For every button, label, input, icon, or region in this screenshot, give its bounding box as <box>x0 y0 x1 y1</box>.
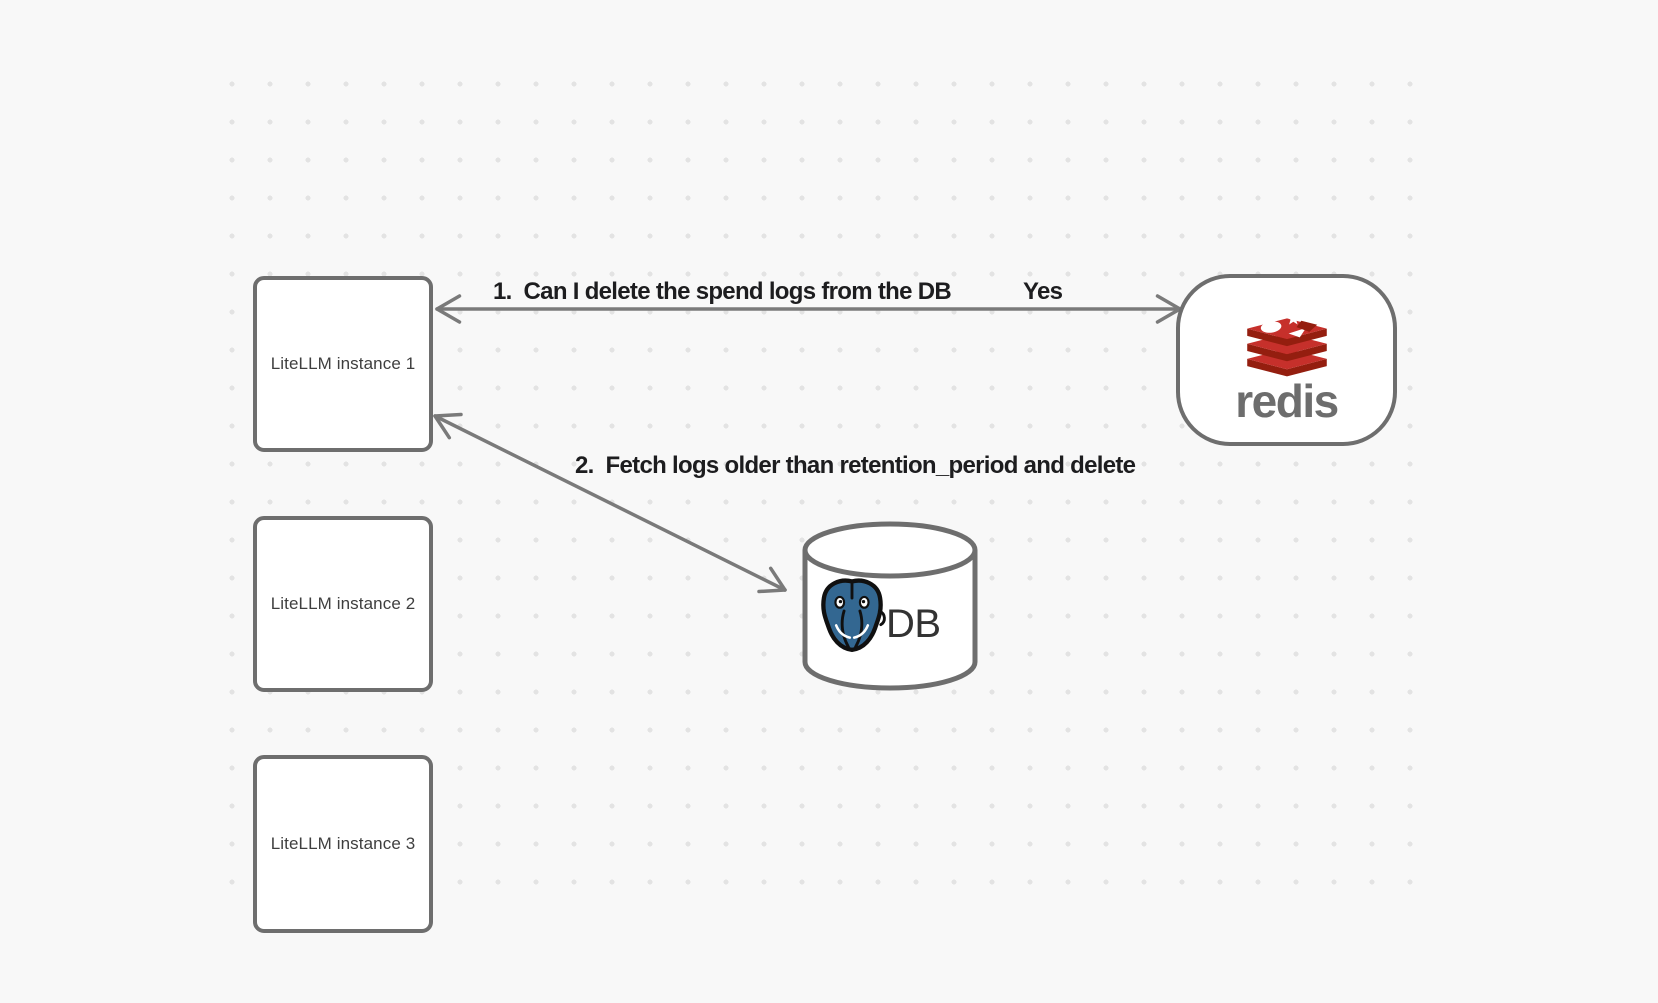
edge2-label[interactable]: 2. Fetch logs older than retention_perio… <box>575 452 1136 479</box>
node-label: LiteLLM instance 3 <box>270 834 416 853</box>
node-label: LiteLLM instance 1 <box>270 354 416 373</box>
node-db[interactable]: DB <box>800 520 980 692</box>
node-litellm-instance-3[interactable]: LiteLLM instance 3 <box>253 755 433 933</box>
node-label: LiteLLM instance 2 <box>270 594 416 613</box>
db-label: DB <box>886 602 941 646</box>
redis-logo-icon <box>1246 311 1327 377</box>
node-litellm-instance-2[interactable]: LiteLLM instance 2 <box>253 516 433 692</box>
redis-wordmark: redis <box>1235 375 1339 427</box>
postgresql-elephant-icon <box>821 578 886 652</box>
edge1-label[interactable]: 1. Can I delete the spend logs from the … <box>493 278 952 305</box>
node-redis[interactable]: redis <box>1176 274 1397 446</box>
node-litellm-instance-1[interactable]: LiteLLM instance 1 <box>253 276 433 452</box>
edge1-response-label[interactable]: Yes <box>1023 278 1063 305</box>
